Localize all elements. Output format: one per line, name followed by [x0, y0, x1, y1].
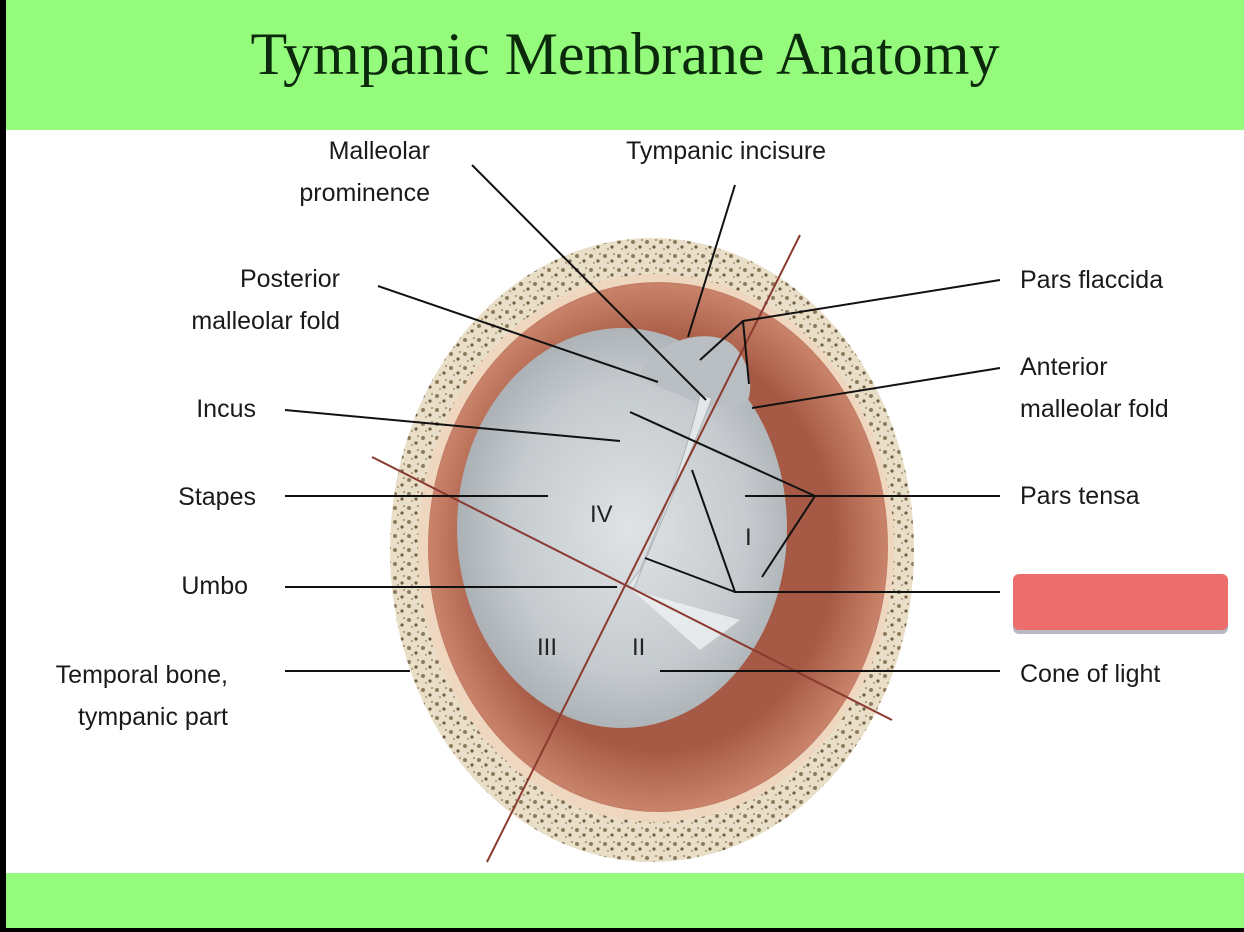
- label-line: Stapes: [178, 483, 256, 511]
- label-tympanic-incisure: Tympanic incisure: [626, 130, 826, 172]
- label-line: malleolar fold: [191, 307, 340, 335]
- leader-pars-flaccida-2: [742, 320, 750, 385]
- leader-malleolar-prominence: [471, 164, 707, 401]
- quadrant-label-ii: II: [632, 634, 645, 661]
- quadrant-axis-line: [371, 456, 893, 721]
- label-temporal-bone: Temporal bone, tympanic part: [16, 654, 228, 738]
- leader-posterior-malleolar-fold: [377, 285, 659, 383]
- malleus-handle: [627, 394, 713, 589]
- label-malleolar-prominence: Malleolar prominence: [236, 130, 430, 214]
- slide: Tympanic Membrane Anatomy: [6, 0, 1244, 928]
- label-line: Pars flaccida: [1020, 266, 1164, 294]
- label-pars-flaccida: Pars flaccida: [1020, 259, 1163, 301]
- quadrant-label-iii: III: [537, 634, 557, 661]
- label-line: Malleolar: [328, 137, 430, 165]
- label-line: Temporal bone,: [55, 661, 228, 689]
- quadrant-axis-line: [486, 234, 801, 863]
- label-line: prominence: [299, 179, 430, 207]
- label-line: tympanic part: [77, 703, 228, 731]
- label-line: Tympanic incisure: [626, 137, 827, 165]
- title-bar: Tympanic Membrane Anatomy: [6, 0, 1244, 130]
- label-incus: Incus: [126, 388, 256, 430]
- label-line: Cone of light: [1020, 660, 1161, 688]
- leader-pars-tensa-2: [629, 411, 816, 497]
- label-pars-tensa: Pars tensa: [1020, 475, 1140, 517]
- cone-of-light-region: [632, 590, 740, 650]
- label-line: Umbo: [181, 572, 248, 600]
- leader-pars-tensa-3: [761, 495, 816, 578]
- slide-title: Tympanic Membrane Anatomy: [250, 21, 1000, 87]
- label-line: Incus: [196, 395, 256, 423]
- leader-tympanic-incisure: [687, 184, 736, 338]
- tympanic-membrane-diagram: IV I III II: [284, 164, 1001, 863]
- footer-bar: [6, 873, 1244, 928]
- label-line: Posterior: [239, 265, 340, 293]
- leader-incus: [284, 409, 621, 442]
- leader-hidden-label-2: [644, 557, 736, 593]
- label-cone-of-light: Cone of light: [1020, 653, 1160, 695]
- label-posterior-malleolar-fold: Posterior malleolar fold: [136, 258, 340, 342]
- quadrant-label-iv: IV: [590, 501, 613, 528]
- label-line: malleolar fold: [1020, 395, 1169, 423]
- label-line: Pars tensa: [1020, 482, 1140, 510]
- quadrant-label-i: I: [745, 524, 752, 551]
- label-umbo: Umbo: [126, 565, 248, 607]
- label-anterior-malleolar-fold: Anterior malleolar fold: [1020, 346, 1169, 430]
- hidden-answer-button[interactable]: [1013, 574, 1228, 630]
- leader-anterior-malleolar-fold: [751, 367, 1001, 409]
- label-line: Anterior: [1020, 353, 1108, 381]
- label-stapes: Stapes: [126, 476, 256, 518]
